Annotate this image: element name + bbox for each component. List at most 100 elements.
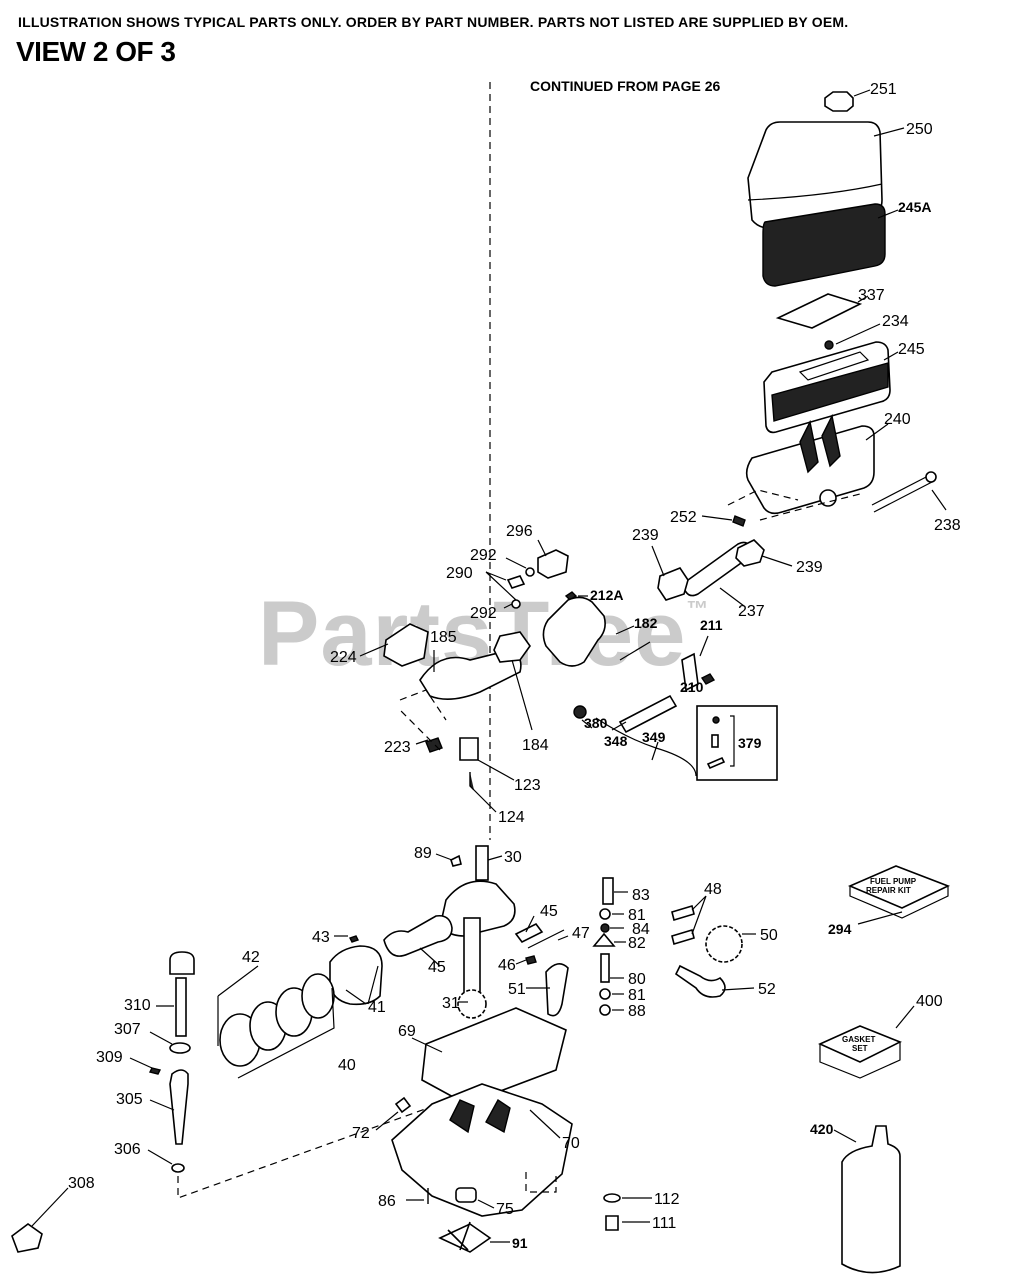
part-70-boss-a bbox=[449, 1099, 475, 1134]
callout-239-left: 239 bbox=[632, 527, 659, 544]
leader-223 bbox=[415, 739, 429, 745]
part-380-bowl-nut bbox=[573, 705, 587, 719]
leader-305 bbox=[149, 1099, 175, 1111]
part-238-bolt-b bbox=[873, 481, 933, 513]
callout-184: 184 bbox=[522, 737, 549, 754]
part-182-screw bbox=[619, 641, 651, 661]
callout-labels: 251 250 245A 337 234 245 240 238 252 239… bbox=[68, 81, 961, 1251]
leader-292a bbox=[505, 557, 527, 569]
callout-83: 83 bbox=[632, 887, 650, 904]
leader-308 bbox=[31, 1187, 69, 1227]
leader-52 bbox=[721, 987, 755, 991]
part-42-ring-4 bbox=[301, 973, 335, 1019]
part-238-bolt bbox=[871, 474, 931, 506]
callout-31: 31 bbox=[442, 995, 460, 1012]
leader-48 bbox=[691, 895, 707, 935]
callout-250: 250 bbox=[906, 121, 933, 138]
callout-224: 224 bbox=[330, 649, 357, 666]
kit-gasket-line2: SET bbox=[852, 1044, 868, 1053]
callout-41: 41 bbox=[368, 999, 386, 1016]
callout-251: 251 bbox=[870, 81, 897, 98]
callout-72: 72 bbox=[352, 1125, 370, 1142]
callout-290: 290 bbox=[446, 565, 473, 582]
intake-guide-lines bbox=[399, 689, 447, 751]
part-400-kit-side bbox=[819, 1042, 901, 1079]
part-112-washer bbox=[603, 1193, 621, 1203]
dipstick-assembly bbox=[11, 951, 429, 1253]
part-290-fitting bbox=[506, 575, 526, 589]
callout-70: 70 bbox=[562, 1135, 580, 1152]
callout-89: 89 bbox=[414, 845, 432, 862]
callout-234: 234 bbox=[882, 313, 909, 330]
leader-292b bbox=[503, 603, 513, 609]
part-239-gasket-right bbox=[735, 539, 765, 567]
part-310-cap bbox=[169, 951, 195, 975]
part-30-crank-top bbox=[475, 845, 489, 881]
part-306-oring bbox=[171, 1163, 185, 1173]
callout-239-right: 239 bbox=[796, 559, 823, 576]
part-224-gasket bbox=[383, 623, 429, 667]
part-89-key bbox=[450, 854, 462, 867]
leader-245 bbox=[883, 351, 899, 361]
callout-86: 86 bbox=[378, 1193, 396, 1210]
callout-182: 182 bbox=[634, 615, 658, 631]
leader-234 bbox=[835, 323, 881, 345]
part-82-gear bbox=[592, 932, 616, 947]
part-124-screw bbox=[469, 772, 475, 791]
leader-250 bbox=[873, 127, 905, 137]
callout-348: 348 bbox=[604, 733, 628, 749]
callout-185: 185 bbox=[430, 629, 457, 646]
callout-82: 82 bbox=[628, 935, 646, 952]
leader-70 bbox=[529, 1109, 561, 1139]
part-47-screw bbox=[527, 929, 565, 949]
part-91-fan bbox=[438, 1221, 492, 1253]
part-51-lever bbox=[545, 963, 569, 1017]
leader-89 bbox=[435, 853, 453, 861]
callout-210: 210 bbox=[680, 679, 704, 695]
callout-112: 112 bbox=[654, 1191, 680, 1208]
leader-224 bbox=[359, 643, 389, 657]
part-379-pin bbox=[711, 734, 719, 748]
callout-51: 51 bbox=[508, 981, 526, 998]
part-75-seal bbox=[455, 1187, 477, 1203]
callout-305: 305 bbox=[116, 1091, 143, 1108]
callout-50: 50 bbox=[760, 927, 778, 944]
callout-124: 124 bbox=[498, 809, 525, 826]
part-50-camshaft-gear bbox=[705, 925, 743, 963]
leader-380 bbox=[581, 719, 593, 729]
part-245-slot bbox=[798, 351, 870, 381]
part-184-gasket bbox=[493, 631, 531, 663]
watermark-trademark: ™ bbox=[686, 596, 710, 621]
continued-note: CONTINUED FROM PAGE 26 bbox=[530, 78, 721, 94]
part-379-clip bbox=[706, 756, 726, 770]
leader-123 bbox=[477, 759, 515, 781]
part-45-con-rod bbox=[383, 914, 453, 957]
leader-69 bbox=[411, 1037, 443, 1053]
part-292-seal-b bbox=[511, 599, 521, 609]
leader-211 bbox=[699, 635, 709, 657]
callout-379: 379 bbox=[738, 735, 762, 751]
part-31-gear bbox=[457, 989, 487, 1019]
part-379-bracket bbox=[730, 715, 735, 767]
leader-239a bbox=[651, 545, 665, 577]
callout-80: 80 bbox=[628, 971, 646, 988]
kit-gasket-line1: GASKET bbox=[842, 1035, 875, 1044]
callout-75: 75 bbox=[496, 1201, 514, 1218]
leader-245A bbox=[877, 209, 899, 219]
callout-69: 69 bbox=[398, 1023, 416, 1040]
part-379-ball bbox=[712, 716, 720, 724]
callout-237: 237 bbox=[738, 603, 765, 620]
leader-72 bbox=[375, 1111, 399, 1131]
part-310-tube bbox=[175, 977, 187, 1037]
callout-238: 238 bbox=[934, 517, 961, 534]
part-234-grommet bbox=[824, 340, 834, 350]
leader-251 bbox=[853, 89, 871, 97]
callout-81-top: 81 bbox=[628, 907, 646, 924]
part-252-screw bbox=[732, 515, 746, 527]
part-211-screw bbox=[700, 673, 716, 685]
part-250-rim bbox=[747, 183, 883, 201]
part-379-kit-box bbox=[696, 705, 778, 781]
part-46-pin bbox=[525, 955, 537, 965]
callout-88: 88 bbox=[628, 1003, 646, 1020]
leader-420 bbox=[833, 1129, 857, 1143]
